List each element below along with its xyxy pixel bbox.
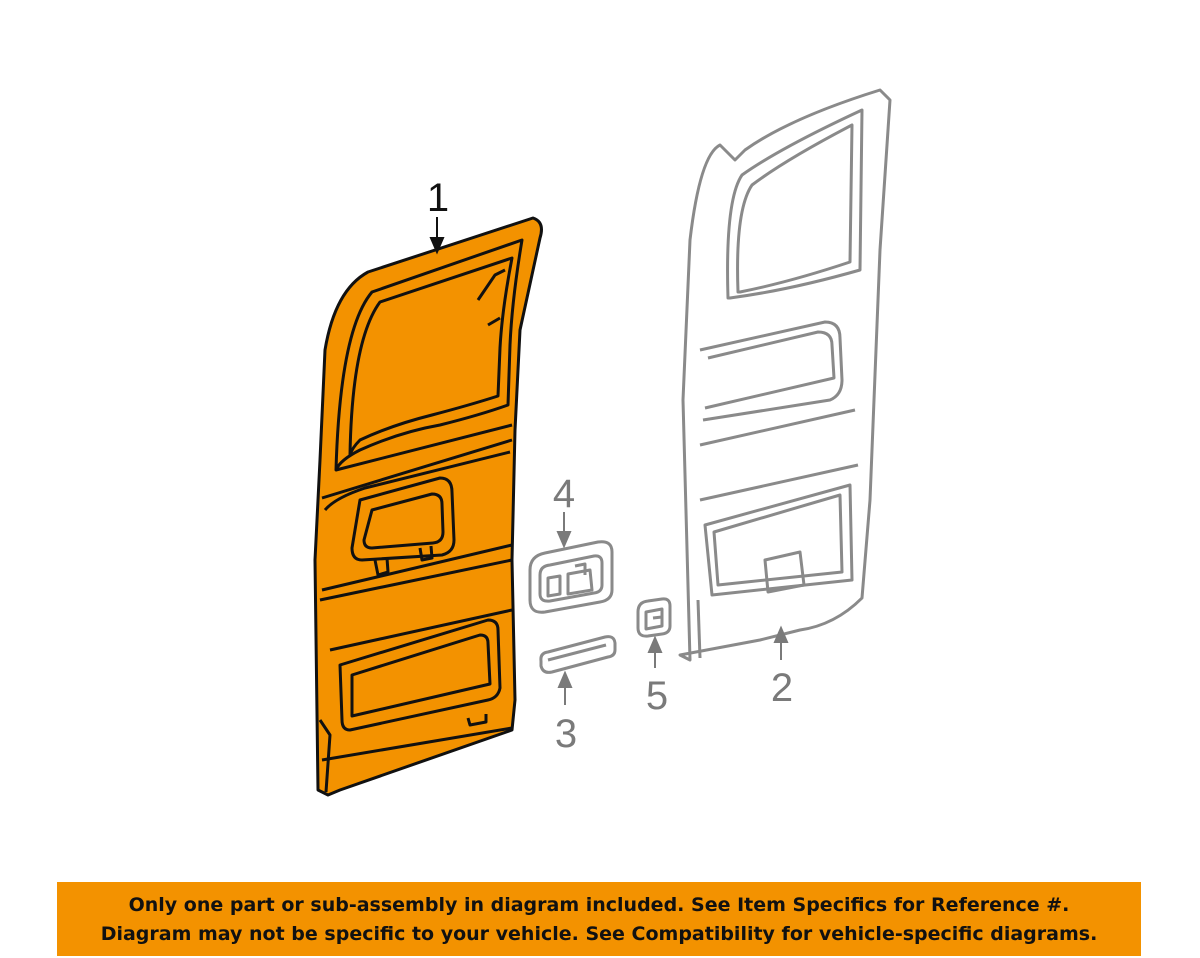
door-trim-panel-part-1 [313,216,543,797]
callout-part-5: 5 [645,674,669,718]
callout-part-1: 1 [426,176,450,220]
leader-arrow-5 [647,635,663,668]
handle-bezel-part-4 [528,540,614,614]
door-shell-part-2 [678,88,892,662]
disclaimer-line-2: Diagram may not be specific to your vehi… [100,923,1098,945]
lock-bezel-part-5 [636,597,672,638]
leader-arrow-4 [556,512,572,549]
pull-handle-part-3 [539,635,617,674]
callout-part-2: 2 [770,666,794,710]
callout-part-4: 4 [552,472,576,516]
leader-arrow-1 [429,217,445,255]
parts-diagram [313,88,892,797]
disclaimer-line-1: Only one part or sub-assembly in diagram… [128,894,1070,916]
disclaimer-banner: Only one part or sub-assembly in diagram… [57,882,1141,956]
leader-arrow-3 [557,670,573,705]
leader-arrow-2 [773,625,789,660]
callout-part-3: 3 [554,712,578,756]
